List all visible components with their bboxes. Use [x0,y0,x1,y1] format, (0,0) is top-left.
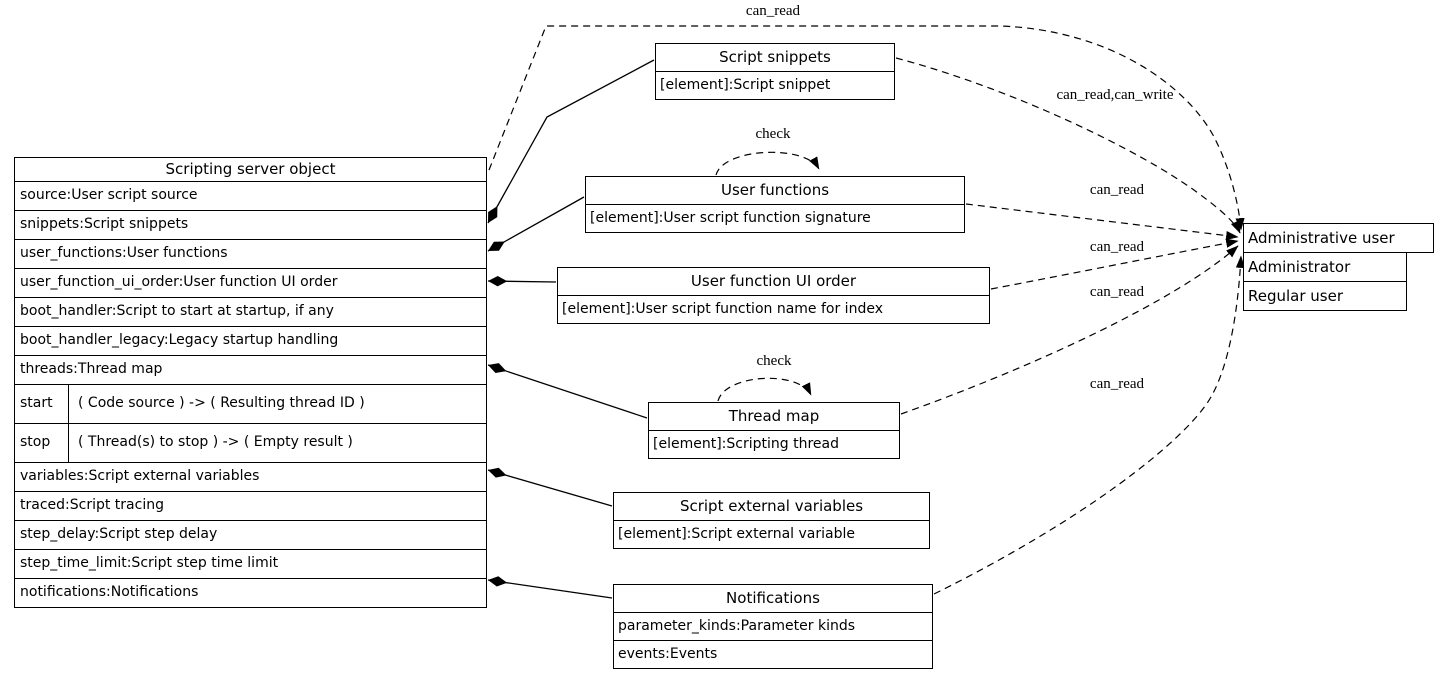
edge-notifications-composition [487,576,613,599]
attr-row-boot-handler: boot_handler:Script to start at startup,… [15,297,486,326]
method-row-start: start ( Code source ) -> ( Resulting thr… [15,384,486,423]
node-title: Scripting server object [165,160,336,178]
edge-snippets-composition [487,59,655,224]
edge-label-can-read-ui-order: can_read [1089,239,1145,255]
edge-snippets-to-admin [895,57,1241,234]
edge-label-can-read-thread-map: can_read [1089,284,1145,300]
attr-row-boot-handler-legacy: boot_handler_legacy:Legacy startup handl… [15,326,486,355]
edge-threads-composition [487,363,648,419]
method-name: start [15,385,69,423]
node-row: [element]:User script function name for … [558,295,989,323]
edge-variables-composition [487,467,613,507]
scripting-server-object-node: Scripting server object source:User scri… [14,157,487,608]
script-snippets-node: Script snippets [element]:Script snippet [655,43,895,100]
method-signature: ( Code source ) -> ( Resulting thread ID… [78,395,365,411]
edge-label-can-read-main: can_read [745,3,801,19]
node-title: Notifications [726,589,820,607]
regular-user-row: Regular user [1243,281,1407,311]
method-name: stop [15,424,69,462]
node-title: User functions [720,181,830,199]
attr-row-step-time-limit: step_time_limit:Script step time limit [15,549,486,578]
notifications-node: Notifications parameter_kinds:Parameter … [613,584,933,669]
edge-user-functions-to-admin [965,203,1239,241]
node-title: Thread map [728,407,820,425]
node-row: parameter_kinds:Parameter kinds [614,612,932,640]
administrative-user-node: Administrative user [1243,223,1434,253]
node-row: [element]:User script function signature [586,204,964,232]
node-row: [element]:Scripting thread [649,430,899,458]
edge-label-check-user-functions: check [755,126,791,142]
attr-row-user-functions: user_functions:User functions [15,239,486,268]
attr-row-notifications: notifications:Notifications [15,578,486,607]
script-external-variables-node: Script external variables [element]:Scri… [613,492,930,549]
attr-row-user-function-ui-order: user_function_ui_order:User function UI … [15,268,486,297]
edge-ui-order-to-admin [990,238,1239,290]
edge-label-check-thread-map: check [756,353,792,369]
node-row: [element]:Script external variable [614,520,929,548]
user-function-ui-order-node: User function UI order [element]:User sc… [557,267,990,324]
attr-row-step-delay: step_delay:Script step delay [15,520,486,549]
edge-check-user-functions [715,151,820,176]
method-signature: ( Thread(s) to stop ) -> ( Empty result … [78,434,353,450]
edge-notifications-to-admin [933,255,1246,595]
method-row-stop: stop ( Thread(s) to stop ) -> ( Empty re… [15,423,486,462]
node-row: [element]:Script snippet [656,71,894,99]
edge-label-can-read-notifications: can_read [1089,376,1145,392]
node-title: Script snippets [719,48,831,66]
edge-label-can-read-user-functions: can_read [1089,182,1145,198]
attr-row-snippets: snippets:Script snippets [15,210,486,239]
attr-row-variables: variables:Script external variables [15,462,486,491]
node-title: User function UI order [690,272,857,290]
edge-label-can-read-can-write: can_read,can_write [1056,87,1174,103]
edge-thread-map-to-admin [900,245,1239,415]
node-title: Script external variables [679,497,864,515]
user-functions-node: User functions [element]:User script fun… [585,176,965,233]
edge-user-functions-composition [487,196,585,252]
node-row: events:Events [614,640,932,668]
thread-map-node: Thread map [element]:Scripting thread [648,402,900,459]
attr-row-source: source:User script source [15,181,486,210]
edge-ui-order-composition [487,275,557,287]
attr-row-threads: threads:Thread map [15,355,486,384]
administrator-row: Administrator [1243,252,1407,282]
edge-check-thread-map [717,377,812,402]
attr-row-traced: traced:Script tracing [15,491,486,520]
